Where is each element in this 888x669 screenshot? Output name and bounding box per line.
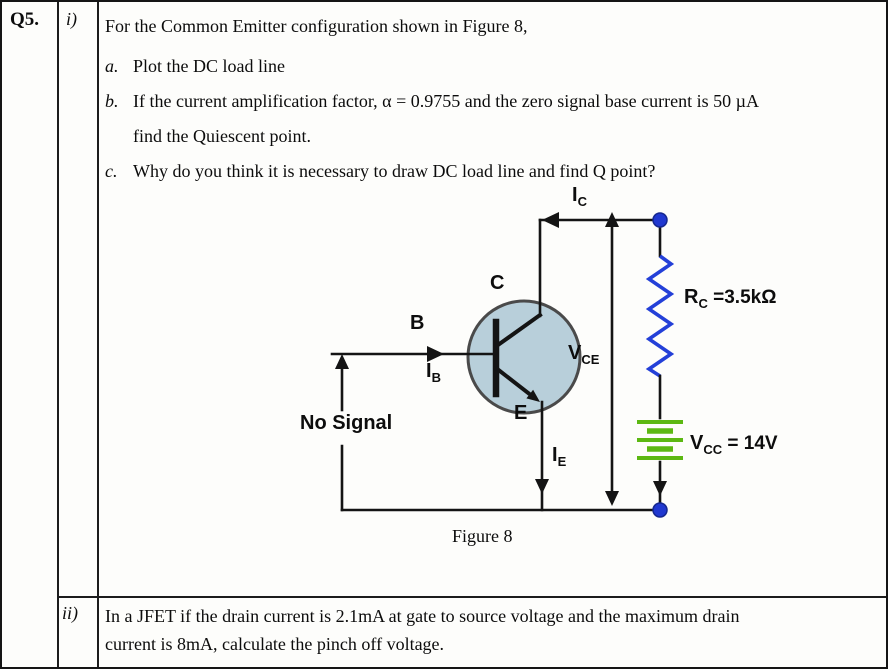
table-divider-horizontal	[57, 596, 886, 598]
item-c-label: c.	[105, 161, 118, 181]
transistor-collector-lead	[495, 312, 543, 348]
question-number: Q5.	[10, 9, 40, 30]
part-i-intro: For the Common Emitter configuration sho…	[105, 16, 528, 36]
item-c-text: Why do you think it is necessary to draw…	[133, 161, 656, 181]
input-arrowhead-up	[335, 354, 349, 369]
item-b: b. If the current amplification factor, …	[105, 84, 885, 154]
item-c: c. Why do you think it is necessary to d…	[105, 154, 885, 189]
label-rc-value: RC =3.5kΩ	[684, 286, 777, 311]
label-vce: VCE	[568, 342, 600, 367]
label-terminal-c: C	[490, 272, 505, 294]
node-top	[652, 212, 668, 228]
label-ic: IC	[572, 184, 587, 209]
part-i-label: i)	[66, 9, 77, 29]
emitter-arrowhead	[526, 389, 540, 402]
resistor-rc	[645, 254, 675, 378]
part-i-content: For the Common Emitter configuration sho…	[105, 9, 885, 189]
part-ii-line-1: In a JFET if the drain current is 2.1mA …	[105, 606, 740, 626]
node-bottom	[652, 502, 668, 518]
item-b-label: b.	[105, 91, 119, 111]
item-a: a. Plot the DC load line	[105, 49, 885, 84]
circuit-svg	[330, 212, 683, 518]
part-ii-content: In a JFET if the drain current is 2.1mA …	[105, 602, 885, 658]
battery-vcc	[637, 420, 683, 460]
label-vcc-value: VCC = 14V	[690, 432, 778, 457]
supply-current-arrowhead	[653, 481, 667, 496]
transistor-body	[466, 299, 582, 415]
question-items: a. Plot the DC load line b. If the curre…	[105, 49, 885, 189]
table-divider-vertical-2	[97, 2, 99, 667]
item-b-line-1: If the current amplification factor, α =…	[133, 91, 760, 111]
item-a-label: a.	[105, 56, 119, 76]
figure-8-circuit-diagram: IC B C E IB IE VCE RC =3.5kΩ VCC = 14V N…	[292, 184, 877, 562]
item-b-text: If the current amplification factor, α =…	[133, 84, 759, 154]
emitter-current-arrowhead	[535, 479, 549, 494]
label-ie: IE	[552, 444, 567, 469]
table-divider-vertical-1	[57, 2, 59, 667]
label-no-signal: No Signal	[300, 412, 393, 434]
base-current-arrowhead	[427, 346, 444, 362]
collector-current-arrowhead	[542, 212, 559, 228]
vce-arrowhead-up	[605, 212, 619, 227]
item-b-line-2: find the Quiescent point.	[133, 126, 311, 146]
label-ib: IB	[426, 360, 441, 385]
item-a-text: Plot the DC load line	[133, 56, 285, 76]
vce-arrowhead-down	[605, 491, 619, 506]
figure-caption: Figure 8	[452, 526, 513, 546]
transistor-emitter-lead	[493, 365, 535, 399]
label-terminal-e: E	[514, 402, 528, 424]
label-terminal-b: B	[410, 312, 425, 334]
part-ii-label: ii)	[62, 603, 78, 623]
part-ii-line-2: current is 8mA, calculate the pinch off …	[105, 634, 445, 654]
